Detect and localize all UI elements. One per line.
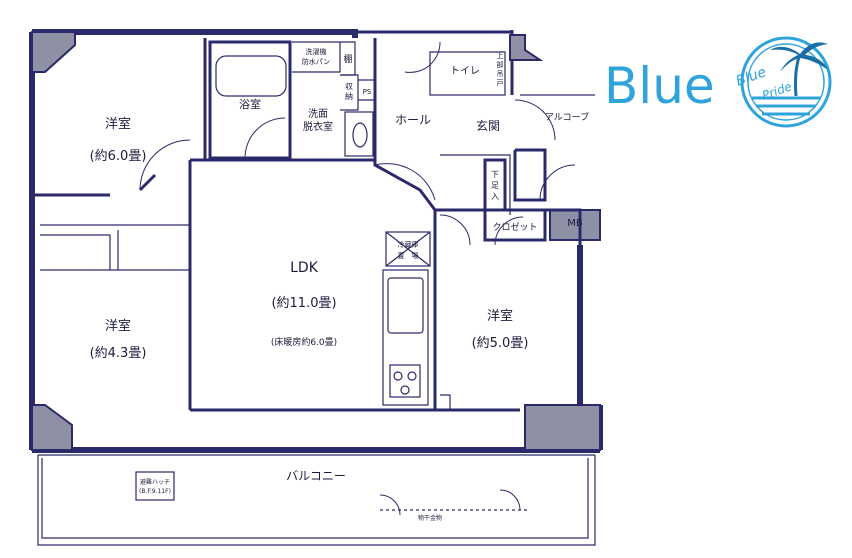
room-label-fridge-2: 置 場 bbox=[398, 251, 419, 260]
doors bbox=[139, 41, 576, 516]
upper-storage-label: 上 部 吊 戸 bbox=[497, 51, 504, 87]
brand-logo: Blue Blue Pride bbox=[604, 36, 832, 128]
shoe-storage-char: 入 bbox=[491, 192, 499, 201]
logo-wordmark: Blue bbox=[604, 57, 715, 115]
room-note-ldk: (床暖房約6.0畳) bbox=[271, 336, 337, 348]
laundry-rack-label: 物干金物 bbox=[418, 514, 442, 522]
room-label-alcove: アルコーブ bbox=[545, 111, 589, 123]
upper-storage-char: 戸 bbox=[497, 79, 504, 87]
columns bbox=[31, 31, 601, 451]
balcony-outline bbox=[37, 454, 596, 546]
room-label-closet: クロゼット bbox=[492, 221, 537, 233]
shoe-storage-label: 下 足 入 bbox=[491, 170, 499, 201]
room-size-western-w: (約4.3畳) bbox=[90, 346, 147, 361]
upper-storage-char: 上 bbox=[497, 51, 504, 60]
room-size-ldk: (約11.0畳) bbox=[271, 296, 336, 311]
room-label-hall: ホール bbox=[395, 113, 431, 127]
room-label-fridge-1: 冷蔵庫 bbox=[398, 240, 419, 249]
palm-tree-sun-icon bbox=[740, 36, 832, 128]
room-label-laundry-2: 防水パン bbox=[302, 57, 330, 66]
room-label-shelf: 棚 bbox=[343, 53, 352, 65]
room-label-mb: MB bbox=[567, 218, 583, 229]
outer-walls bbox=[29, 29, 603, 453]
room-label-storage-2: 納 bbox=[345, 91, 353, 101]
interior-walls bbox=[32, 38, 595, 412]
room-labels: 洋室 (約6.0畳) 洋室 (約4.3畳) LDK (約11.0畳) (床暖房約… bbox=[90, 47, 590, 522]
room-label-laundry-1: 洗濯機 bbox=[306, 47, 327, 56]
room-label-washroom-1: 洗面 bbox=[308, 108, 328, 120]
upper-storage-char: 部 bbox=[497, 60, 504, 69]
room-label-washroom-2: 脱衣室 bbox=[303, 120, 333, 133]
hatch-label-2: (B.F.9.11F) bbox=[139, 488, 171, 495]
hatch-label-1: 避難ハッチ bbox=[140, 478, 170, 486]
room-label-bath: 浴室 bbox=[239, 97, 261, 111]
room-label-entrance: 玄関 bbox=[476, 118, 500, 133]
room-label-ps: PS bbox=[363, 88, 372, 96]
room-size-western-nw: (約6.0畳) bbox=[90, 149, 147, 164]
room-label-western-nw: 洋室 bbox=[105, 116, 131, 132]
room-label-toilet: トイレ bbox=[450, 66, 480, 77]
room-label-ldk: LDK bbox=[290, 260, 319, 276]
shoe-storage-char: 足 bbox=[491, 181, 499, 190]
room-size-western-e: (約5.0畳) bbox=[472, 336, 529, 351]
shoe-storage-char: 下 bbox=[491, 170, 499, 179]
upper-storage-char: 吊 bbox=[497, 70, 504, 78]
room-label-western-e: 洋室 bbox=[487, 308, 513, 324]
room-label-balcony: バルコニー bbox=[286, 469, 346, 483]
room-label-storage-1: 収 bbox=[345, 81, 353, 91]
room-label-western-w: 洋室 bbox=[105, 318, 131, 334]
